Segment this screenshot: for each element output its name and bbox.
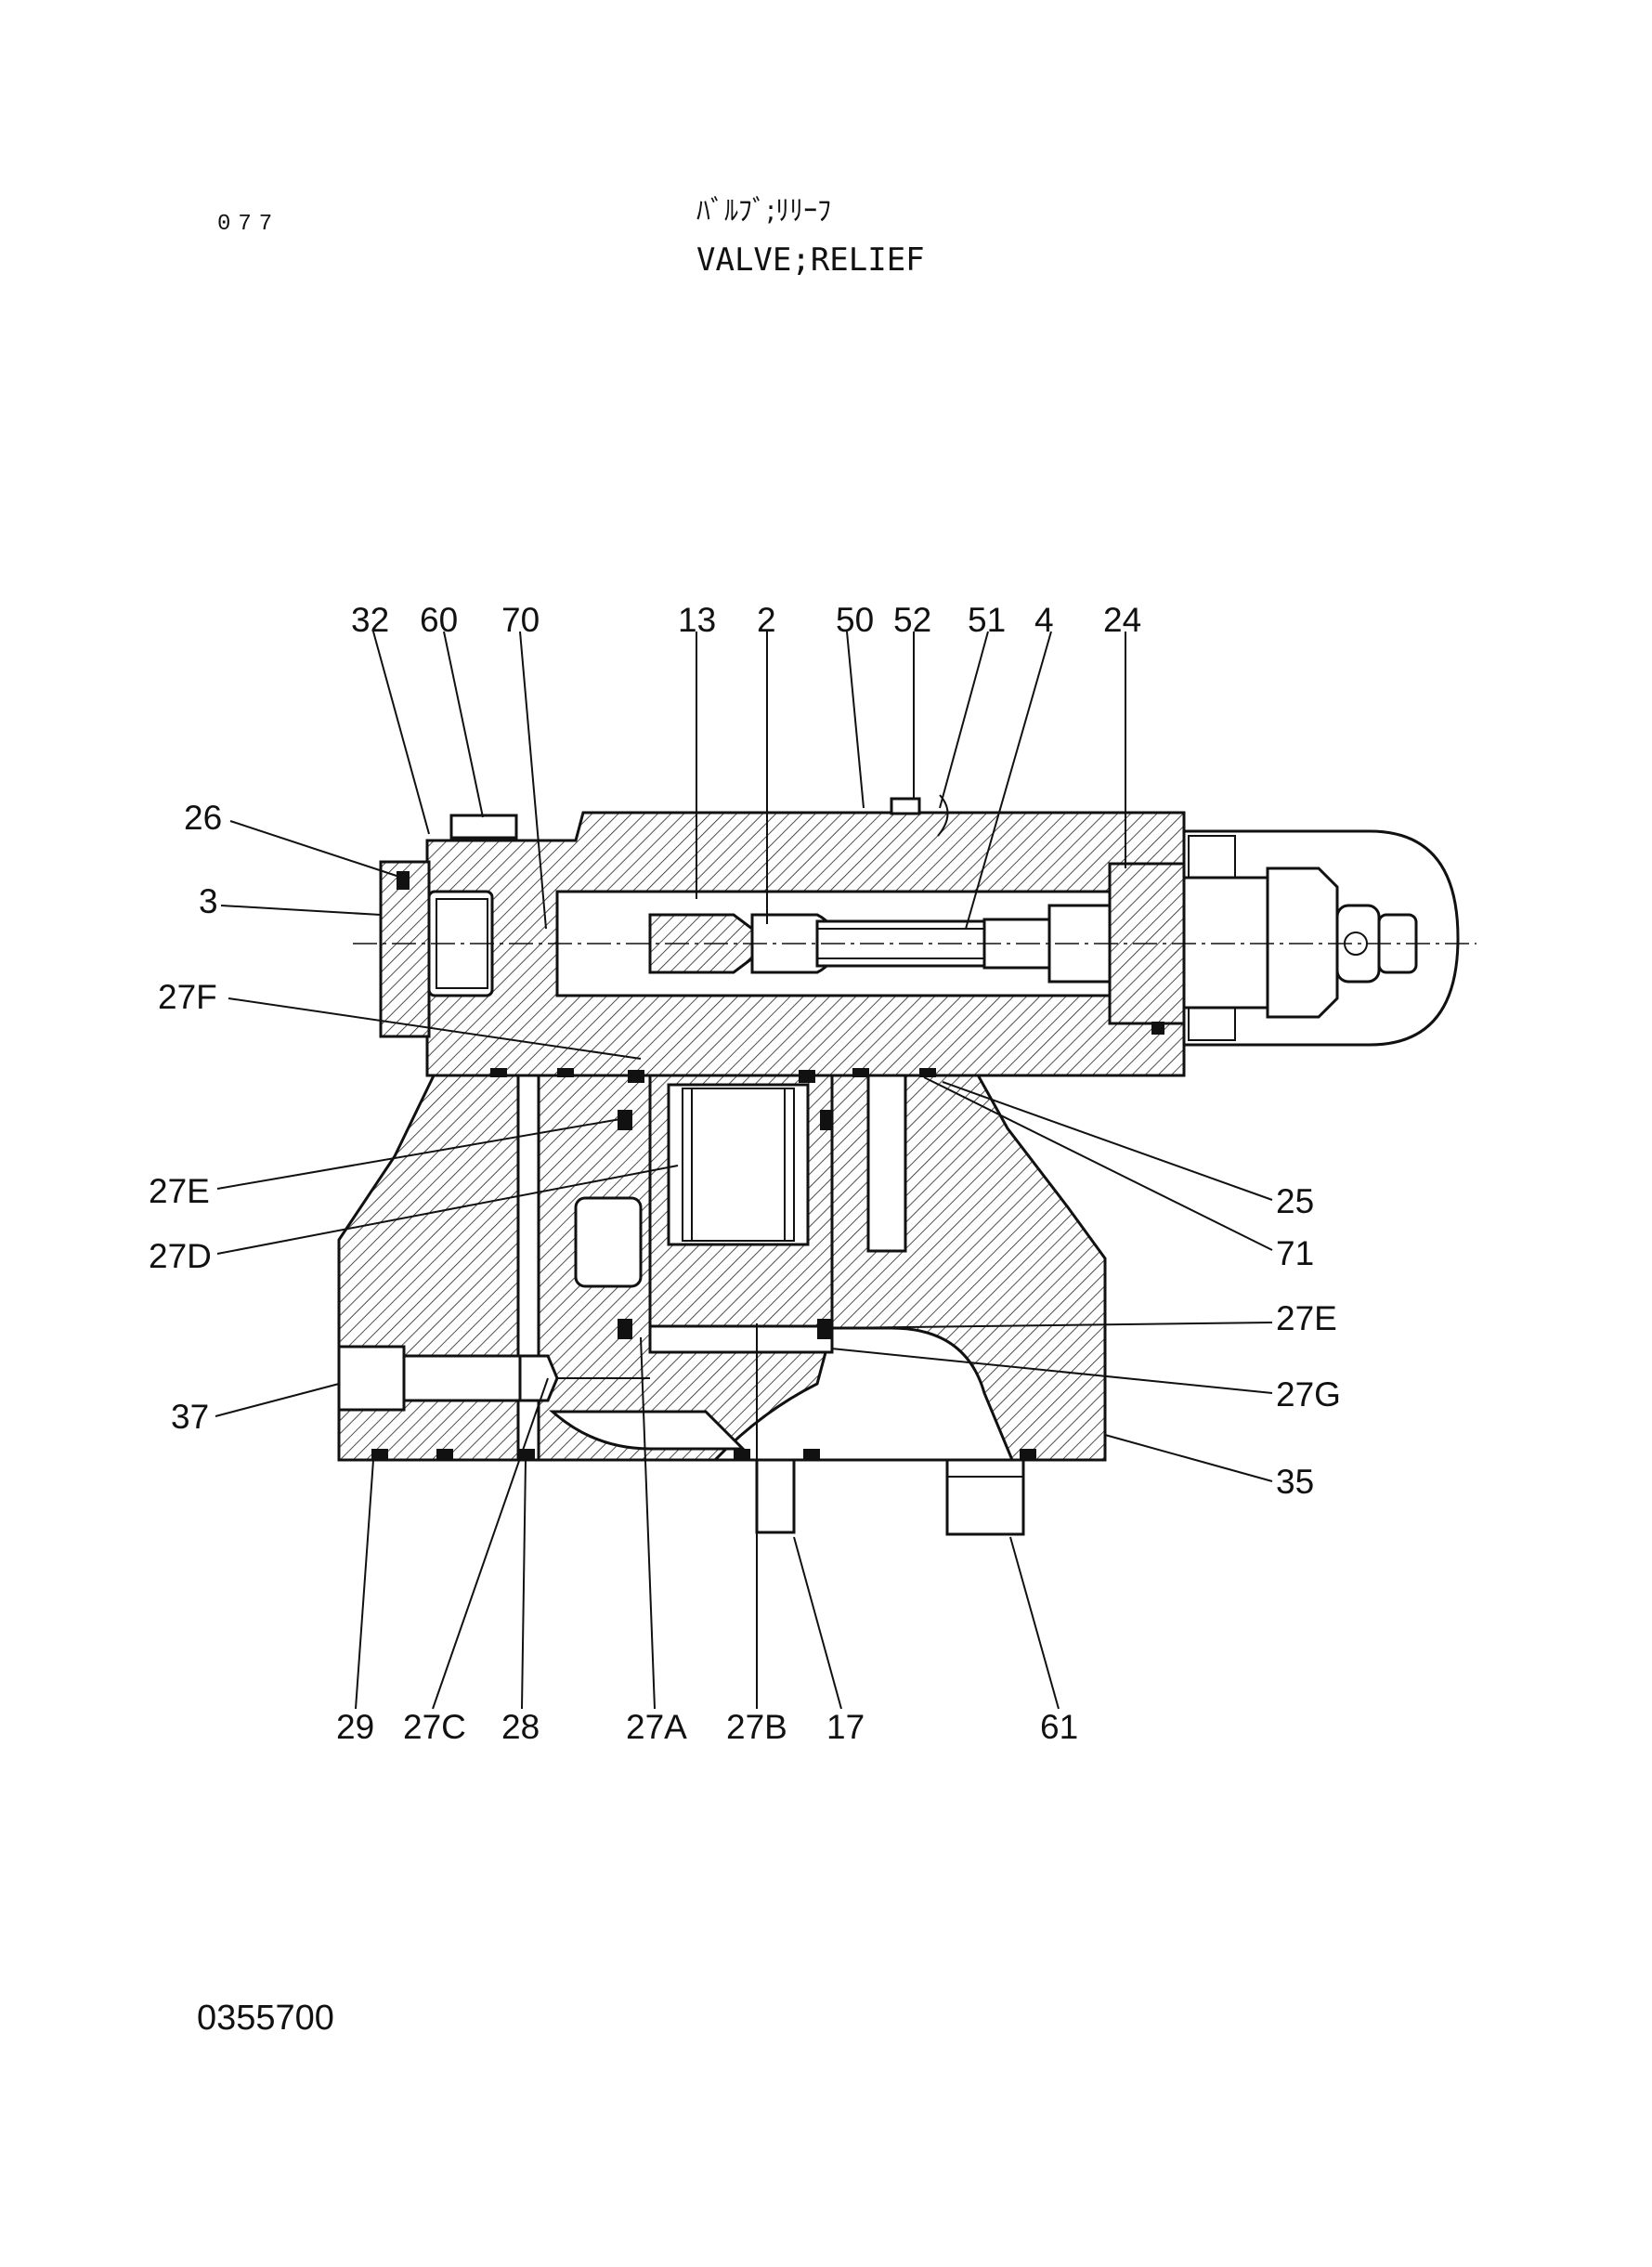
callout-left: 27F <box>158 978 217 1016</box>
callout-right: 25 <box>1276 1182 1314 1220</box>
callout-right: 35 <box>1276 1463 1314 1501</box>
callout-bottom: 28 <box>501 1708 540 1746</box>
callout-top: 51 <box>968 601 1006 639</box>
callout-top: 24 <box>1103 601 1141 639</box>
callout-top: 32 <box>351 601 389 639</box>
callout-top: 4 <box>1034 601 1054 639</box>
title-english: VALVE;RELIEF <box>696 241 925 279</box>
drawing-number: 0355700 <box>197 1999 334 2038</box>
callout-bottom: 27B <box>726 1708 787 1746</box>
poppet-needle <box>648 913 1070 974</box>
side-plug <box>337 1345 650 1412</box>
callout-left: 3 <box>199 882 218 920</box>
callout-bottom: 17 <box>826 1708 865 1746</box>
seals <box>371 871 1164 1460</box>
page-number: 077 <box>217 212 280 237</box>
callout-bottom: 27A <box>626 1708 687 1746</box>
callout-top: 52 <box>893 601 931 639</box>
callout-left: 27D <box>149 1237 212 1275</box>
callout-top: 13 <box>678 601 716 639</box>
leader-lines <box>215 631 1273 1710</box>
top-fittings <box>449 794 949 840</box>
callout-left: 37 <box>171 1398 209 1436</box>
spool-assembly <box>648 1074 834 1354</box>
callout-bottom: 29 <box>336 1708 374 1746</box>
callout-left: 27E <box>149 1172 210 1210</box>
callout-bottom: 61 <box>1040 1708 1078 1746</box>
callout-top: 70 <box>501 601 540 639</box>
pipe-stubs <box>755 1458 1025 1536</box>
callout-right: 27E <box>1276 1299 1337 1337</box>
callout-right: 27G <box>1276 1375 1341 1414</box>
title-japanese: ﾊﾞﾙﾌﾞ;ﾘﾘｰﾌ <box>696 195 832 228</box>
callout-top: 50 <box>836 601 874 639</box>
callout-top: 2 <box>757 601 776 639</box>
callout-bottom: 27C <box>403 1708 466 1746</box>
callout-labels: 32 60 70 13 2 50 52 51 4 24 26 3 27F 27E… <box>149 601 1341 1746</box>
callout-right: 71 <box>1276 1234 1314 1272</box>
callout-top: 60 <box>420 601 458 639</box>
callout-left: 26 <box>184 799 222 837</box>
